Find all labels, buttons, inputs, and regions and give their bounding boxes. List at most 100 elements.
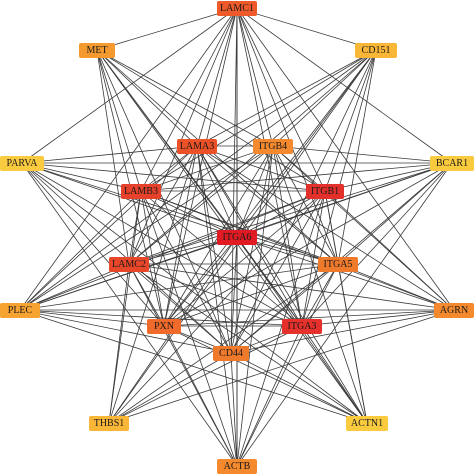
edge-lamc1-plec	[19, 7, 238, 311]
edge-plec-lamb3	[19, 190, 142, 311]
edge-cd151-itga5	[337, 49, 377, 265]
edge-lamc1-itgb1	[236, 7, 326, 192]
node-plec: PLEC	[0, 302, 40, 318]
edge-itgb1-itga3	[301, 190, 326, 327]
node-agrn: AGRN	[434, 302, 474, 318]
edge-itgb1-pxn	[163, 190, 326, 327]
edge-itga6-pxn	[163, 236, 238, 327]
node-lamb3: LAMB3	[121, 183, 161, 199]
edge-lamc1-bcar1	[236, 7, 453, 164]
edge-lamc1-lamc2	[128, 7, 238, 265]
edge-agrn-lamc2	[128, 263, 455, 311]
node-parva: PARVA	[0, 155, 44, 171]
node-thbs1: THBS1	[89, 415, 129, 431]
edge-plec-itga6	[19, 236, 238, 311]
edge-actn1-itga5	[337, 263, 368, 424]
edge-plec-pxn	[19, 309, 165, 327]
edge-parva-actn1	[21, 162, 368, 424]
edge-plec-itga5	[19, 263, 339, 311]
edge-parva-itga5	[21, 162, 339, 265]
edge-agrn-itgb1	[324, 190, 455, 311]
edge-actb-itgb1	[236, 190, 326, 467]
node-lamc2: LAMC2	[109, 256, 149, 272]
edge-actn1-pxn	[163, 325, 368, 424]
edge-met-itga5	[96, 49, 339, 265]
edge-actn1-itga3	[301, 325, 368, 424]
edge-lama3-cd44	[196, 145, 232, 354]
edge-plec-itga3	[19, 309, 303, 327]
edge-itgb1-itga5	[324, 190, 339, 265]
node-itga6: ITGA6	[217, 229, 257, 245]
edge-lamc1-parva	[21, 7, 238, 164]
edge-lama3-itga5	[196, 145, 339, 265]
edge-parva-itga6	[21, 162, 238, 238]
edge-parva-lama3	[21, 145, 198, 164]
node-pxn: PXN	[147, 318, 181, 334]
edge-plec-cd44	[19, 309, 232, 354]
edge-itga6-cd44	[230, 236, 238, 354]
edge-bcar1-itga3	[301, 162, 453, 327]
node-lamc1: LAMC1	[217, 0, 257, 16]
edge-lamc1-itgb4	[236, 7, 274, 147]
edge-actb-cd44	[230, 352, 238, 467]
edge-met-cd44	[96, 49, 232, 354]
edge-actn1-itgb4	[272, 145, 368, 424]
edge-lamb3-itga3	[140, 190, 303, 327]
edge-agrn-itga5	[337, 263, 455, 311]
edge-plec-lama3	[19, 145, 198, 311]
edge-lama3-itgb1	[196, 145, 326, 192]
edge-itgb1-lamc2	[128, 190, 326, 265]
edge-agrn-thbs1	[108, 309, 455, 424]
edge-itga6-itga3	[236, 236, 303, 327]
edge-lamc2-pxn	[128, 263, 165, 327]
node-bcar1: BCAR1	[430, 155, 474, 171]
edge-parva-pxn	[21, 162, 165, 327]
edge-agrn-itga3	[301, 309, 455, 327]
edge-bcar1-actb	[236, 162, 453, 467]
node-cd151: CD151	[355, 42, 397, 58]
edge-lamc1-cd44	[230, 7, 238, 354]
edge-itga5-pxn	[163, 263, 339, 327]
edge-met-itga3	[96, 49, 303, 327]
edge-actb-lamb3	[140, 190, 238, 467]
edge-met-itgb1	[96, 49, 326, 192]
edge-plec-itgb1	[19, 190, 326, 311]
edge-bcar1-lamb3	[140, 162, 453, 192]
edge-lamc1-cd151	[236, 7, 377, 51]
edge-actb-itga3	[236, 325, 303, 467]
node-met: MET	[79, 42, 115, 58]
edge-lamc1-lamb3	[140, 7, 238, 192]
edge-actn1-cd44	[230, 352, 368, 424]
edge-met-lamc2	[96, 49, 130, 265]
edge-actb-lama3	[196, 145, 238, 467]
edge-lamc1-itga3	[236, 7, 303, 327]
edge-parva-itga3	[21, 162, 303, 327]
edge-agrn-cd44	[230, 309, 455, 354]
edge-thbs1-cd44	[108, 352, 232, 424]
edge-cd151-lama3	[196, 49, 377, 147]
edge-itgb4-lamc2	[128, 145, 274, 265]
edge-plec-itgb4	[19, 145, 274, 311]
node-itga3: ITGA3	[282, 318, 322, 334]
node-itgb1: ITGB1	[306, 183, 344, 199]
edge-lama3-lamc2	[128, 145, 198, 265]
edge-cd151-lamb3	[140, 49, 377, 192]
edge-itga5-itga3	[301, 263, 339, 327]
edge-lama3-pxn	[163, 145, 198, 327]
edge-itgb4-lamb3	[140, 145, 274, 192]
node-itgb4: ITGB4	[253, 138, 293, 154]
edge-bcar1-itgb4	[272, 145, 453, 164]
edge-lamc2-cd44	[128, 263, 232, 354]
edge-itga5-cd44	[230, 263, 339, 354]
edge-lamc1-itga5	[236, 7, 339, 265]
edge-lamc2-itga3	[128, 263, 303, 327]
edge-lamb3-lamc2	[128, 190, 142, 265]
edge-thbs1-itga3	[108, 325, 303, 424]
node-lama3: LAMA3	[177, 138, 217, 154]
edge-itgb1-itga6	[236, 190, 326, 238]
edge-itgb4-itga3	[272, 145, 303, 327]
edge-thbs1-lamc2	[108, 263, 130, 424]
node-actb: ACTB	[217, 458, 257, 474]
edge-met-lamb3	[96, 49, 142, 192]
